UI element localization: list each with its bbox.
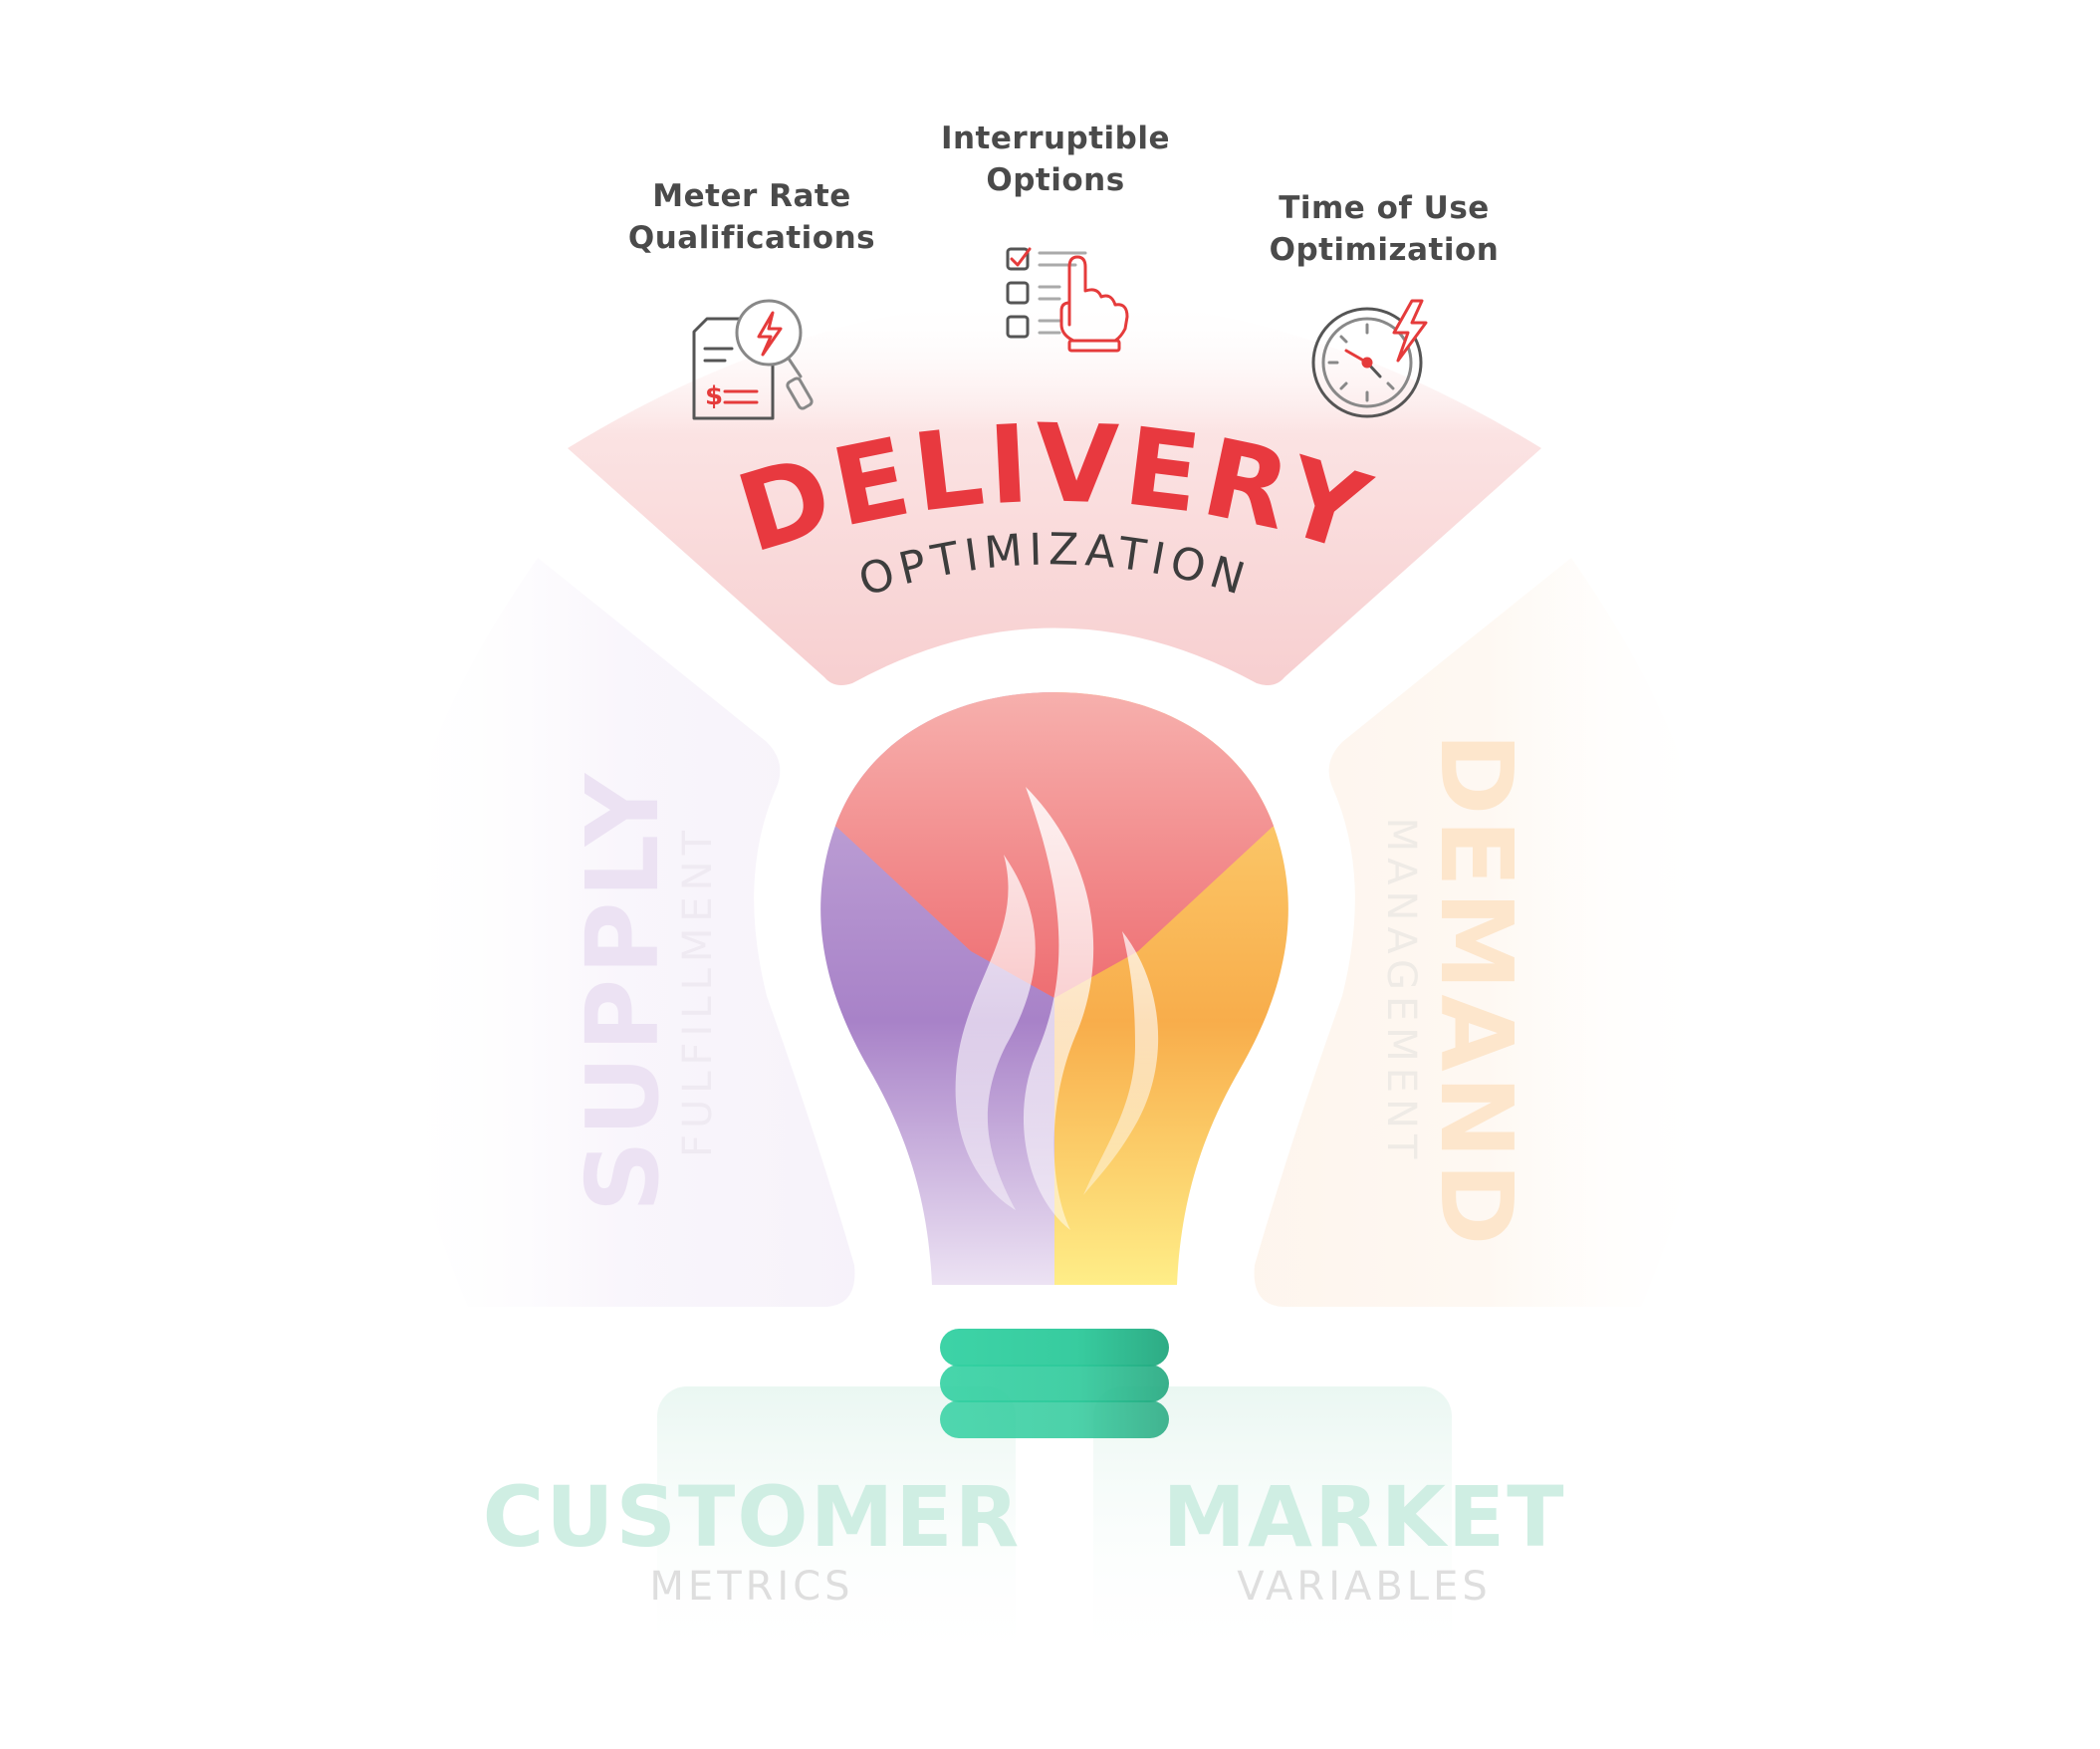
svg-text:$: $ (705, 381, 723, 411)
feature-label-line1: Meter Rate (652, 178, 851, 214)
market-stem (1093, 1386, 1452, 1675)
checklist-hand-pointer-icon (1006, 247, 1129, 353)
flame-left (955, 855, 1036, 1210)
demand-segment (1254, 558, 1722, 1307)
market-subtitle: VARIABLES (1237, 1564, 1492, 1610)
invoice-magnifier-bolt-icon: $ (692, 299, 814, 420)
customer-stem (657, 1386, 1016, 1675)
feature-label-line1: Interruptible (940, 121, 1171, 156)
bulb-base (940, 1329, 1169, 1438)
market-variables-label: MARKET VARIABLES (1085, 1472, 1643, 1612)
customer-metrics-label: CUSTOMER METRICS (473, 1472, 1031, 1612)
market-title: MARKET (1162, 1468, 1566, 1566)
feature-label-line2: Options (986, 162, 1125, 198)
feature-label-line2: Qualifications (627, 220, 876, 256)
supply-subtitle: FULFILLMENT (675, 825, 721, 1157)
supply-title: SUPPLY (565, 770, 681, 1212)
feature-interruptible-options: Interruptible Options (911, 118, 1200, 201)
feature-time-of-use-optimization: Time of Use Optimization (1235, 187, 1533, 271)
feature-meter-rate-qualifications: Meter Rate Qualifications (607, 175, 896, 259)
feature-label-line1: Time of Use (1279, 190, 1490, 226)
demand-subtitle: MANAGEMENT (1378, 818, 1424, 1165)
supply-segment (387, 558, 855, 1307)
stopwatch-bolt-icon (1311, 299, 1428, 418)
customer-subtitle: METRICS (649, 1564, 854, 1610)
demand-title: DEMAND (1418, 733, 1534, 1250)
customer-title: CUSTOMER (482, 1468, 1022, 1566)
lightbulb (820, 692, 1288, 1285)
delivery-segment (568, 299, 1541, 685)
feature-label-line2: Optimization (1269, 232, 1500, 268)
flame-center (1023, 787, 1094, 1230)
flame-right (1083, 931, 1159, 1195)
